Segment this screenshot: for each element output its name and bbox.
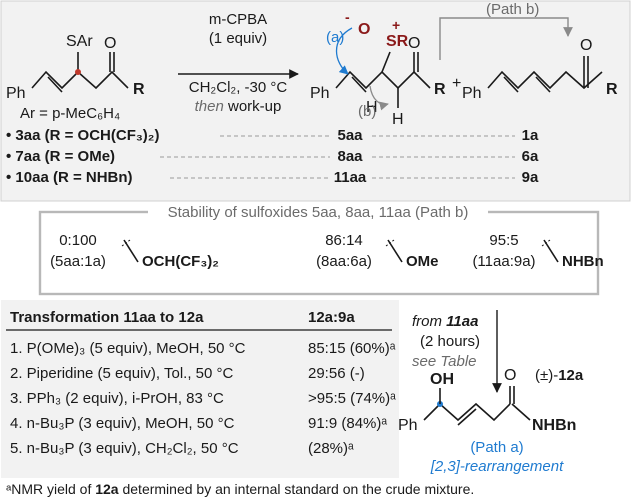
time-label: (2 hours): [420, 333, 480, 350]
diene-oxygen-label: O: [580, 37, 592, 54]
stability-label-2: (8aa:6a): [316, 253, 372, 270]
oxide-o-label: O: [358, 21, 370, 38]
sm-r-label: R: [133, 81, 145, 98]
diene-r-label: R: [606, 81, 618, 98]
stability-entry-2: 86:14 (8aa:6a) OMe: [316, 232, 438, 270]
top-panel: [0, 0, 631, 202]
plus-sign: +: [452, 75, 461, 92]
stability-label-1: (5aa:1a): [50, 253, 106, 270]
prod-oh-label: OH: [430, 371, 454, 388]
row-2-substrate: • 7aa (R = OMe): [6, 148, 115, 165]
stability-entry-1: 0:100 (5aa:1a) OCH(CF₃)₂: [50, 232, 219, 270]
row-3-diene: 9a: [522, 169, 539, 186]
diene-phenyl-label: Ph: [462, 85, 482, 102]
table-row-5-conditions: 5. n-Bu₃P (3 equiv), CH₂Cl₂, 50 °C: [10, 440, 239, 457]
sm-sar-label: SAr: [66, 33, 93, 50]
stability-group-3: NHBn: [562, 253, 604, 270]
stability-title: Stability of sulfoxides 5aa, 8aa, 11aa (…: [168, 204, 469, 221]
table-row-5-result: (28%)ᵃ: [308, 440, 354, 457]
table-row-1-conditions: 1. P(OMe)₃ (5 equiv), MeOH, 50 °C: [10, 340, 246, 357]
table-row-4-conditions: 4. n-Bu₃P (3 equiv), MeOH, 50 °C: [10, 415, 235, 432]
sm-oxygen-label: O: [104, 35, 116, 52]
footnote: ᵃNMR yield of 12a determined by an inter…: [6, 481, 474, 497]
prod-oxygen-label: O: [504, 367, 516, 384]
path-b-curve-label: (b): [358, 103, 376, 120]
row-1-substrate: • 3aa (R = OCH(CF₃)₂): [6, 127, 159, 144]
stability-ratio-3: 95:5: [489, 232, 518, 249]
see-table-label: see Table: [412, 353, 477, 370]
row-3-product: 11aa: [334, 169, 367, 186]
table-rows: 1. P(OMe)₃ (5 equiv), MeOH, 50 °C 85:15 …: [10, 340, 396, 457]
row-1-diene: 1a: [522, 127, 539, 144]
prod-phenyl-label: Ph: [398, 417, 418, 434]
table-row-3-result: >95:5 (74%)ᵃ: [308, 390, 396, 407]
stability-group-2: OMe: [406, 253, 439, 270]
stability-label-3: (11aa:9a): [472, 253, 535, 270]
int-h1-label: H: [366, 99, 378, 116]
table-row-1-result: 85:15 (60%)ᵃ: [308, 340, 396, 357]
table-row-2-result: 29:56 (-): [308, 365, 365, 382]
path-b-bracket-label: (Path b): [486, 1, 539, 18]
int-r-label: R: [434, 81, 446, 98]
sulfonium-plus-label: +: [392, 17, 400, 33]
diene-product-structure: Ph O R: [462, 37, 618, 102]
starting-material-structure: Ph SAr O R Ar = p-MeC₆H₄: [6, 33, 145, 122]
sulfonium-sr-label: SR: [386, 33, 409, 50]
int-oxygen-label: O: [408, 35, 420, 52]
reagent-label: m-CPBA: [209, 11, 267, 28]
substrate-rows: • 3aa (R = OCH(CF₃)₂) 5aa 1a • 7aa (R = …: [6, 127, 539, 186]
path-b-bracket: (Path b): [439, 1, 573, 60]
int-h2-label: H: [392, 111, 404, 128]
row-2-product: 8aa: [337, 148, 363, 165]
stability-ratio-1: 0:100: [59, 232, 97, 249]
sm-ar-definition: Ar = p-MeC₆H₄: [20, 105, 120, 122]
stability-group-1: OCH(CF₃)₂: [142, 253, 219, 270]
product-racemic-label: (±)-12a: [535, 367, 584, 384]
workup-label: then work-up: [195, 98, 282, 115]
stability-entry-3: 95:5 (11aa:9a) NHBn: [472, 232, 603, 270]
table-row-3-conditions: 3. PPh₃ (2 equiv), i-PrOH, 83 °C: [10, 390, 224, 407]
row-3-substrate: • 10aa (R = NHBn): [6, 169, 133, 186]
reagent-equiv: (1 equiv): [209, 30, 267, 47]
rearrangement-type-label: [2,3]-rearrangement: [430, 458, 564, 475]
sulfoxide-intermediate-structure: Ph O R H H O - SR + (a) (b): [310, 9, 446, 128]
table-header-transformation: Transformation 11aa to 12a: [10, 309, 204, 326]
prod-nhbn-label: NHBn: [532, 417, 576, 434]
table-row-2-conditions: 2. Piperidine (5 equiv), Tol., 50 °C: [10, 365, 234, 382]
solvent-temp-label: CH₂Cl₂, -30 °C: [189, 79, 288, 96]
oxide-minus-label: -: [345, 9, 350, 25]
from-label: from 11aa: [412, 313, 478, 330]
int-phenyl-label: Ph: [310, 85, 330, 102]
path-a-label: (Path a): [470, 439, 523, 456]
table-row-4-result: 91:9 (84%)ᵃ: [308, 415, 387, 432]
allylic-alcohol-structure: Ph OH O NHBn: [398, 367, 576, 434]
sm-phenyl-label: Ph: [6, 85, 26, 102]
path-a-curve-label: (a): [326, 29, 344, 46]
table-header-ratio: 12a:9a: [308, 309, 355, 326]
row-1-product: 5aa: [337, 127, 363, 144]
row-2-diene: 6a: [522, 148, 539, 165]
stability-ratio-2: 86:14: [325, 232, 363, 249]
